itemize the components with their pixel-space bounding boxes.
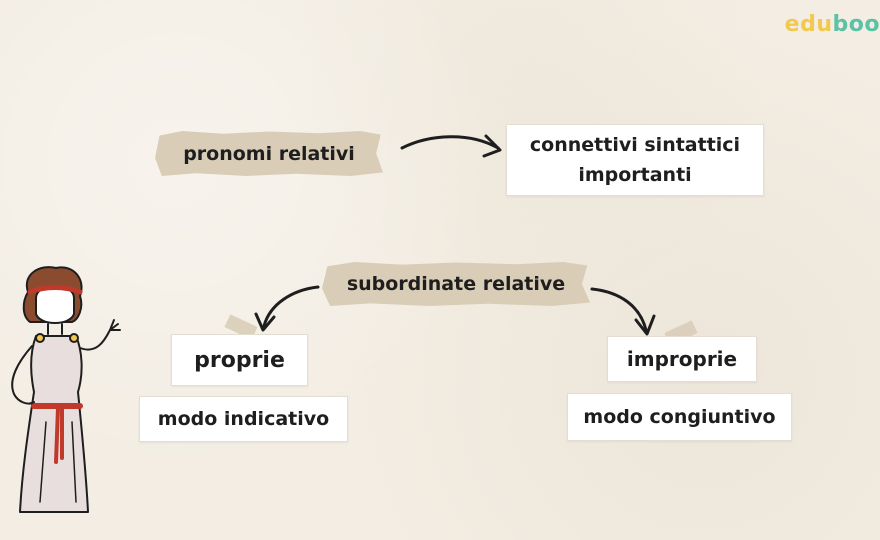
arrowhead-to-improprie [634,314,656,336]
proprie-card: proprie [171,334,308,386]
modo-congiuntivo-card: modo congiuntivo [567,393,792,441]
arrowhead-to-connettivi [482,134,502,158]
pronomi-relativi-label: pronomi relativi [155,131,383,176]
character-illustration [11,266,121,513]
connettivi-line2: importanti [578,164,692,186]
arrow-to-connettivi [400,135,500,150]
subordinate-relative-label: subordinate relative [322,262,590,306]
improprie-card: improprie [607,336,757,382]
brand-logo: eduboo [784,12,880,37]
connettivi-card: connettivi sintattici importanti [506,124,764,196]
arrow-to-proprie [262,285,320,328]
modo-indicativo-card: modo indicativo [139,396,348,442]
arrow-to-improprie [590,287,648,332]
arrowhead-to-proprie [254,312,276,332]
connettivi-line1: connettivi sintattici [529,134,741,156]
